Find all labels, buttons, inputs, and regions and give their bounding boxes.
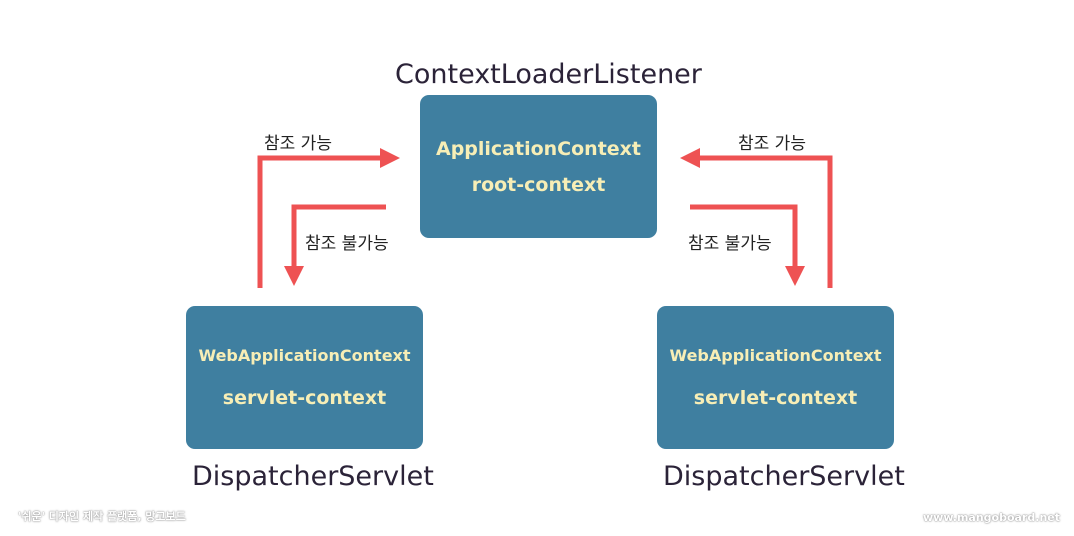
left-ref-no-arrow bbox=[284, 204, 386, 286]
right-servlet-context-box: WebApplicationContext servlet-context bbox=[657, 306, 894, 449]
root-box-line1: ApplicationContext bbox=[435, 137, 642, 160]
left-caption: DispatcherServlet bbox=[192, 461, 434, 492]
left-box-line2: servlet-context bbox=[222, 387, 387, 409]
left-servlet-context-box: WebApplicationContext servlet-context bbox=[186, 306, 423, 449]
right-ref-ok-label: 참조 가능 bbox=[738, 134, 806, 154]
right-ref-no-label: 참조 불가능 bbox=[688, 234, 772, 254]
right-ref-no-arrow bbox=[690, 204, 805, 286]
root-caption: ContextLoaderListener bbox=[395, 59, 702, 90]
root-box-line2: root-context bbox=[471, 173, 606, 196]
left-ref-ok-arrow bbox=[257, 148, 400, 288]
right-caption: DispatcherServlet bbox=[663, 461, 905, 492]
root-context-box: ApplicationContext root-context bbox=[420, 95, 657, 238]
left-ref-no-label: 참조 불가능 bbox=[305, 234, 389, 254]
right-ref-ok-arrow bbox=[680, 148, 833, 288]
footer-watermark-left: '쉬운' 디자인 제작 플랫폼, 망고보드 bbox=[18, 510, 186, 523]
left-box-line1: WebApplicationContext bbox=[198, 346, 411, 365]
right-box-line1: WebApplicationContext bbox=[669, 346, 882, 365]
right-box-line2: servlet-context bbox=[693, 387, 858, 409]
footer-watermark-right: www.mangoboard.net bbox=[923, 511, 1060, 524]
left-ref-ok-label: 참조 가능 bbox=[264, 134, 332, 154]
